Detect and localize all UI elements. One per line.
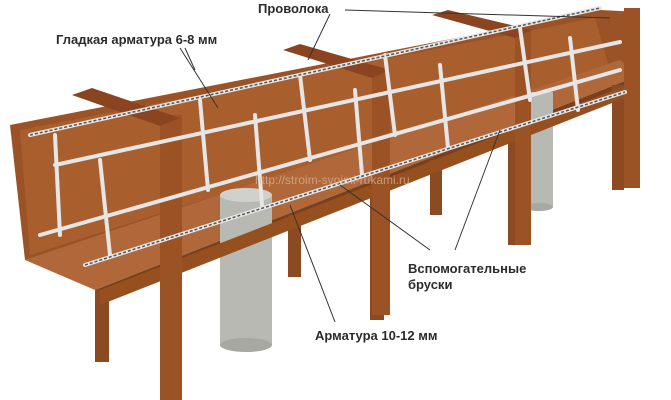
formwork-post: [72, 88, 182, 400]
formwork-post: [624, 8, 640, 188]
leader-lines: [179, 9, 611, 323]
label-auxiliary-bars-line1: Вспомогательные: [408, 261, 527, 276]
label-rebar: Арматура 10-12 мм: [315, 328, 438, 343]
front-rail: [100, 80, 640, 305]
label-wire: Проволока: [258, 1, 329, 16]
watermark: http://stroim-svoimi-rukami.ru: [255, 173, 410, 187]
label-auxiliary-bars-line2: бруски: [408, 277, 453, 292]
formwork-post: [283, 44, 390, 315]
label-smooth-rebar: Гладкая арматура 6-8 мм: [56, 32, 218, 47]
rebar-pattern: [29, 7, 626, 266]
